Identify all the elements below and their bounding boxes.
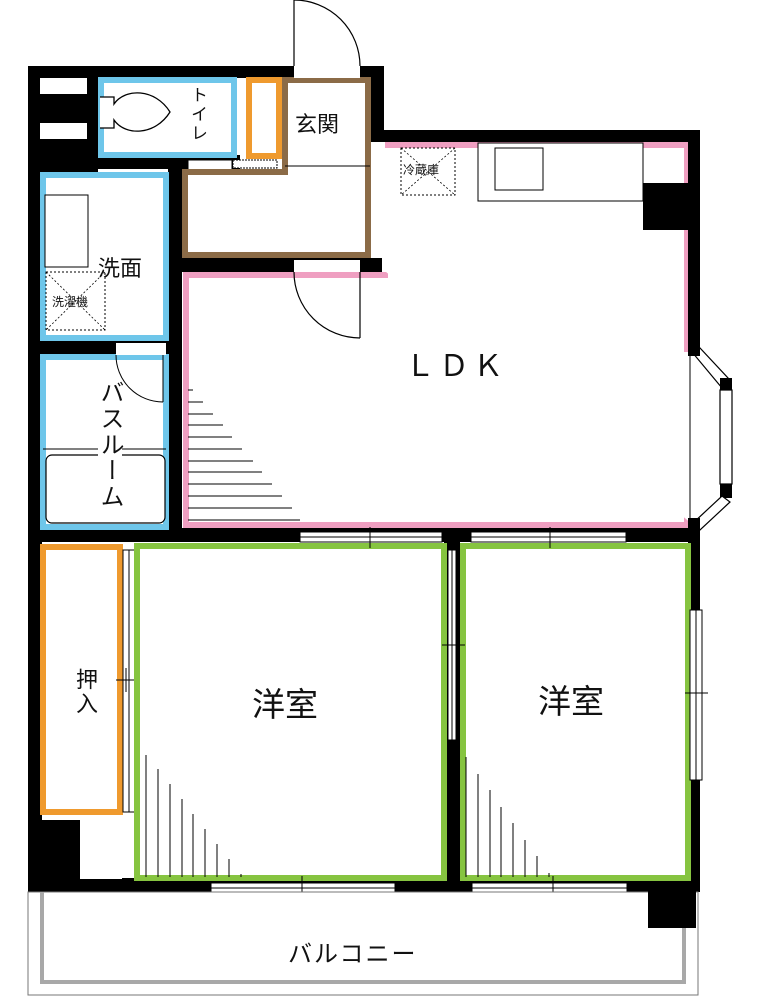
bathroom-door[interactable] [115, 343, 166, 403]
front-door[interactable] [293, 0, 361, 78]
toilet-label: トイレ [187, 86, 207, 143]
toilet-room [98, 77, 237, 158]
refrigerator-icon [400, 147, 456, 196]
bathroom-label: バスルーム [96, 380, 124, 510]
ldk-door[interactable] [293, 260, 361, 339]
windows[interactable] [210, 527, 708, 898]
shoe-storage [246, 77, 282, 159]
sliding-door[interactable] [187, 159, 233, 171]
closet-label: 押入 [72, 668, 97, 716]
washroom [40, 172, 169, 341]
ldk-label: ＬＤＫ [405, 349, 507, 384]
entrance-label: 玄関 [295, 113, 340, 138]
washroom-label: 洗面 [98, 257, 143, 282]
western-room-2-label: 洋室 [538, 682, 604, 721]
western-room-2 [460, 543, 691, 881]
balcony [27, 888, 699, 996]
washing-machine-label: 洗濯機 [52, 295, 89, 309]
sink-icon [494, 147, 544, 191]
toilet-icon [100, 92, 171, 132]
washing-machine-icon [45, 271, 106, 331]
western-room-1 [134, 543, 447, 881]
entrance-room [182, 77, 371, 258]
hatching [188, 389, 300, 521]
vanity-icon [44, 194, 89, 268]
ldk-room [183, 142, 688, 528]
balcony-label: バルコニー [288, 940, 418, 968]
western-room-1-label: 洋室 [252, 685, 318, 724]
refrigerator-label: 冷蔵庫 [403, 163, 440, 177]
bay-window[interactable] [688, 346, 733, 531]
